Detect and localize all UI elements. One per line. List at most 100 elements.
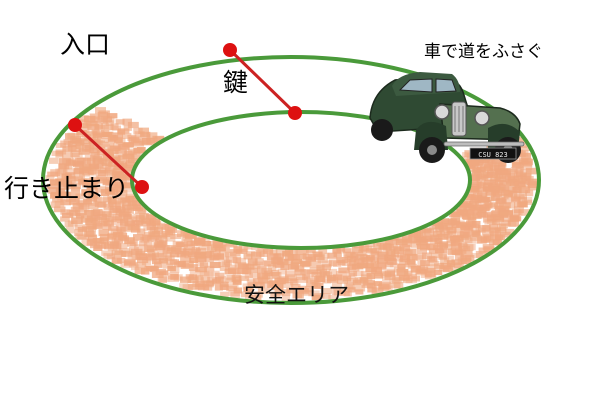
- safe-zone-block: [58, 184, 70, 190]
- safe-zone-block: [429, 237, 441, 245]
- safe-zone-block: [402, 278, 413, 284]
- safe-zone-block: [157, 276, 167, 283]
- safe-zone-block: [177, 230, 189, 238]
- safe-zone-block: [306, 269, 318, 275]
- safe-zone-block: [93, 196, 102, 203]
- safe-zone-block: [519, 145, 531, 152]
- safe-zone-block: [107, 193, 118, 200]
- safe-zone-block: [94, 201, 107, 207]
- safe-zone-block: [499, 211, 509, 218]
- safe-zone-block: [376, 263, 387, 270]
- safe-zone-block: [108, 208, 118, 216]
- safe-zone-block: [143, 241, 153, 247]
- safe-zone-block: [525, 167, 537, 175]
- safe-zone-block: [80, 126, 90, 134]
- label-car-blocks-road: 車で道をふさぐ: [424, 42, 543, 62]
- safe-zone-block: [226, 285, 237, 292]
- safe-zone-block: [209, 261, 221, 269]
- safe-zone-block: [87, 234, 98, 242]
- safe-zone-block: [148, 231, 160, 237]
- safe-zone-block: [288, 264, 299, 270]
- safe-zone-block: [494, 173, 503, 180]
- safe-zone-block: [376, 240, 387, 247]
- safe-zone-block: [77, 119, 87, 125]
- safe-zone-block: [84, 143, 96, 149]
- key-marker: [223, 43, 302, 120]
- dead-end-marker-dot-bottom: [135, 180, 149, 194]
- safe-zone-block: [385, 248, 396, 256]
- safe-zone-block: [344, 254, 353, 260]
- safe-zone-block: [218, 261, 230, 267]
- safe-zone-block: [74, 174, 85, 182]
- safe-zone-block: [305, 286, 314, 293]
- safe-zone-block: [133, 213, 146, 219]
- dead-end-marker-dot-top: [68, 118, 82, 132]
- safe-zone-block: [494, 227, 507, 233]
- safe-zone-block: [460, 222, 471, 229]
- safe-zone-block: [66, 209, 78, 216]
- safe-zone-block: [286, 287, 295, 294]
- safe-zone-block: [61, 212, 74, 218]
- safe-zone-block: [377, 257, 388, 264]
- safe-zone-block: [281, 282, 294, 288]
- safe-zone-block: [322, 271, 333, 279]
- safe-zone-block: [527, 181, 538, 188]
- safe-zone-block: [332, 261, 342, 267]
- car-number-plate: [469, 147, 517, 160]
- safe-zone-block: [288, 249, 298, 255]
- safe-zone-block: [122, 199, 131, 207]
- car-plate-text: CSU 823: [478, 151, 508, 159]
- safe-zone-block: [64, 221, 74, 227]
- safe-zone-block: [373, 273, 383, 279]
- safe-zone-block: [371, 251, 380, 258]
- safe-zone-block: [481, 175, 492, 182]
- safe-zone-block: [152, 258, 161, 265]
- safe-zone-block: [180, 255, 192, 262]
- safe-zone-block: [198, 244, 210, 251]
- safe-zone-block: [112, 125, 121, 131]
- safe-zone-block: [485, 189, 497, 196]
- safe-zone-block: [246, 279, 256, 286]
- safe-zone-block: [473, 169, 484, 175]
- safe-zone-block: [495, 198, 507, 204]
- safe-zone-block: [274, 277, 286, 285]
- safe-zone-block: [492, 186, 505, 193]
- safe-zone-block: [86, 158, 96, 165]
- safe-zone-block: [120, 261, 132, 268]
- safe-zone-block: [146, 132, 158, 139]
- safe-zone-block: [49, 179, 58, 186]
- safe-zone-block: [58, 163, 67, 169]
- safe-zone-block: [422, 252, 432, 260]
- safe-zone-block: [270, 291, 281, 298]
- safe-zone-block: [111, 237, 121, 244]
- safe-zone-block: [422, 236, 433, 242]
- safe-zone-block: [117, 155, 127, 161]
- safe-zone-block: [468, 223, 480, 231]
- safe-zone-block: [67, 132, 80, 140]
- safe-zone-block: [85, 120, 98, 127]
- safe-zone-block: [439, 243, 448, 249]
- safe-zone-block: [428, 248, 439, 254]
- safe-zone-block: [219, 265, 230, 272]
- safe-zone-block: [257, 266, 267, 273]
- safe-zone-block: [102, 197, 112, 203]
- safe-zone-block: [254, 258, 264, 266]
- safe-zone-block: [108, 225, 119, 231]
- safe-zone-block: [80, 138, 92, 145]
- safe-zone-block: [116, 137, 126, 145]
- safe-zone-block: [328, 268, 338, 276]
- safe-zone-block: [504, 185, 517, 192]
- safe-zone-block: [122, 133, 132, 139]
- safe-zone-block: [116, 189, 128, 196]
- safe-zone-block: [65, 172, 76, 179]
- safe-zone-block: [111, 177, 122, 184]
- safe-zone-block: [63, 168, 74, 175]
- safe-zone-block: [378, 245, 388, 251]
- safe-zone-block: [62, 152, 73, 158]
- safe-zone-block: [463, 205, 476, 211]
- safe-zone-block: [452, 249, 461, 256]
- safe-zone-block: [499, 173, 511, 179]
- safe-zone-block: [214, 272, 225, 279]
- safe-zone-block: [181, 236, 193, 242]
